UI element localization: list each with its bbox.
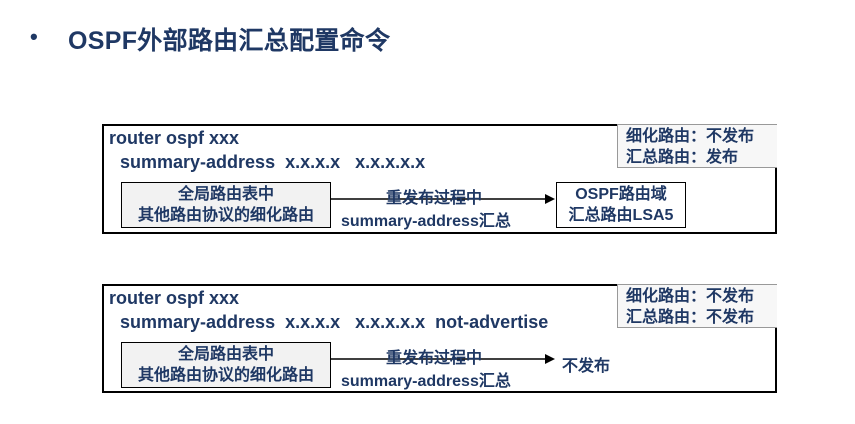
command-summary-address: summary-address x.x.x.x x.x.x.x.x not-ad… [120,312,549,332]
config-panel-advertise: router ospf xxx summary-address x.x.x.x … [102,124,777,234]
note-detail-route: 细化路由：不发布 [626,288,755,305]
destination-box: OSPF路由域 汇总路由LSA5 [556,182,686,228]
source-routes-box: 全局路由表中 其他路由协议的细化路由 [121,182,331,228]
source-line-2: 其他路由协议的细化路由 [137,207,314,224]
note-summary-route: 汇总路由：发布 [626,149,739,166]
note-summary-route: 汇总路由：不发布 [626,309,755,326]
source-line-2: 其他路由协议的细化路由 [137,367,314,384]
bullet-dot: • [30,24,38,49]
source-line-1: 全局路由表中 [177,346,274,363]
dest-line-1: OSPF路由域 [575,186,667,203]
command-summary-address: summary-address x.x.x.x x.x.x.x.x [120,152,426,172]
not-advertise-result: 不发布 [562,358,611,375]
arrow-label-top: 重发布过程中 [386,350,483,367]
arrow-label-top: 重发布过程中 [386,190,483,207]
arrow-label-bottom: summary-address汇总 [341,213,511,230]
dest-line-2: 汇总路由LSA5 [568,207,674,224]
route-status-note: 细化路由：不发布 汇总路由：发布 [617,124,777,168]
route-status-note: 细化路由：不发布 汇总路由：不发布 [617,284,777,328]
command-router-ospf: router ospf xxx [109,128,240,148]
source-line-1: 全局路由表中 [177,186,274,203]
note-detail-route: 细化路由：不发布 [626,128,755,145]
command-router-ospf: router ospf xxx [109,288,240,308]
slide-title: OSPF外部路由汇总配置命令 [68,27,391,55]
config-panel-not-advertise: router ospf xxx summary-address x.x.x.x … [102,284,777,393]
redistribute-arrow-icon [331,194,555,204]
redistribute-arrow-icon [331,354,555,364]
source-routes-box: 全局路由表中 其他路由协议的细化路由 [121,342,331,388]
arrow-label-bottom: summary-address汇总 [341,373,511,390]
